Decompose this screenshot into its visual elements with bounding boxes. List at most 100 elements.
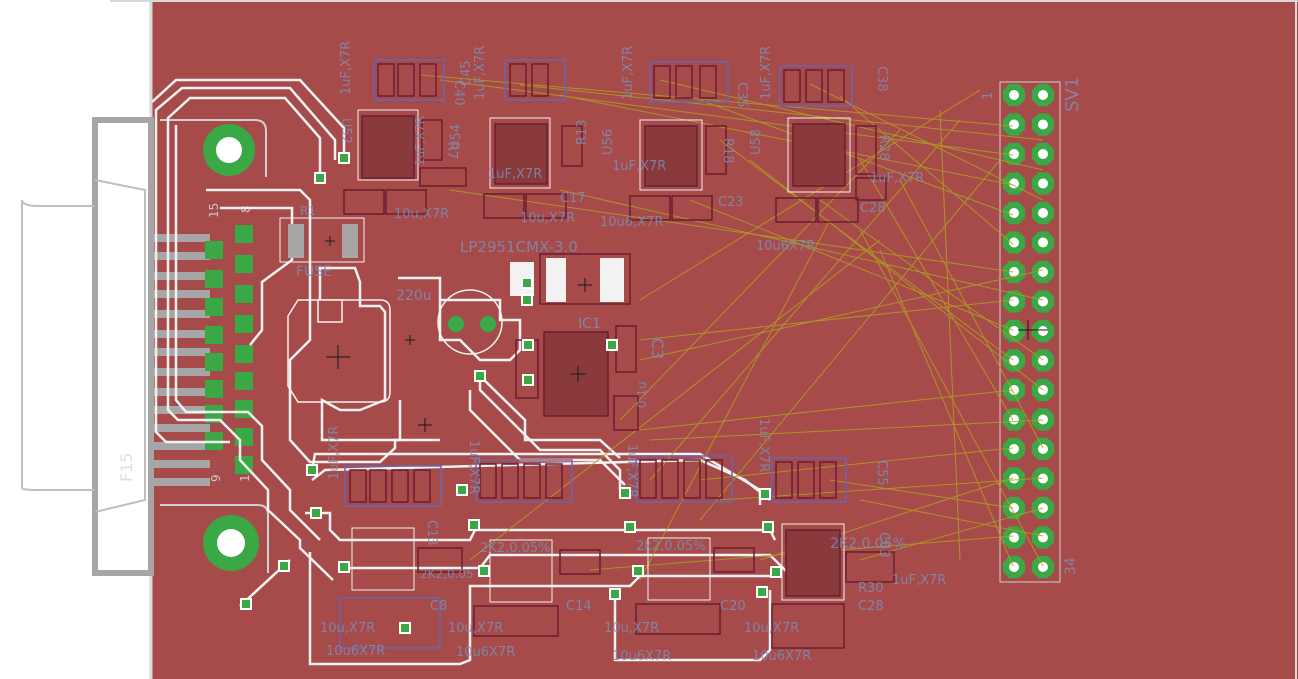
via-pad bbox=[458, 486, 466, 494]
regulator-area[interactable]: FUSE R1 LP2951CMX-3.0 220u bbox=[279, 204, 667, 432]
cap-label-c38: C38 bbox=[874, 66, 889, 92]
via-pad bbox=[524, 341, 532, 349]
cap-label-c55: C55 bbox=[874, 460, 889, 486]
mounting-hole-icon bbox=[203, 124, 255, 176]
cap-c3-label: C3 bbox=[648, 338, 667, 359]
cap-220u-label: 220u bbox=[396, 288, 432, 304]
airwire bbox=[689, 199, 1014, 331]
dsub-pads[interactable] bbox=[205, 225, 253, 474]
cap-label-r7: R7 bbox=[444, 142, 459, 159]
cap-pad-1[interactable] bbox=[448, 316, 464, 332]
header-pin-hole bbox=[1038, 444, 1048, 454]
component-group-8[interactable] bbox=[771, 457, 895, 649]
cap-value-10: 1uF,X7R bbox=[759, 46, 774, 100]
cap-value-17: 10u,X7R bbox=[448, 621, 503, 636]
via-pad bbox=[470, 521, 478, 529]
cap-label-r28: R28 bbox=[876, 135, 891, 161]
component-group-4[interactable] bbox=[775, 65, 887, 223]
header-pin-hole bbox=[1038, 119, 1048, 130]
cap-value-3: 1uF,X7R bbox=[413, 116, 427, 166]
header-pin-hole bbox=[1009, 267, 1019, 277]
cap-label-r18: R18 bbox=[720, 138, 735, 164]
dsub-shell bbox=[21, 199, 95, 491]
via-pad bbox=[611, 590, 619, 598]
header-pin-hole bbox=[1038, 178, 1048, 189]
cap-label-c20: C20 bbox=[720, 599, 746, 614]
component-group-1[interactable] bbox=[343, 59, 467, 215]
header-name: SV1 bbox=[1062, 77, 1083, 112]
component-group-3[interactable] bbox=[629, 61, 729, 221]
cap-value-14: 10u,X7R bbox=[320, 621, 375, 636]
via-pad bbox=[764, 523, 772, 531]
header-pin-hole bbox=[1009, 562, 1019, 572]
cap-label-c28: C28 bbox=[858, 599, 884, 614]
top-component-groups[interactable]: C40 1uF,X7R U52 R7 10u,X7R 1uF,X7R C45 1… bbox=[338, 41, 924, 254]
via-pad bbox=[523, 279, 531, 287]
cap-label-c35: C35 bbox=[734, 82, 749, 108]
header-pin-hole bbox=[1038, 90, 1048, 100]
polarized-cap[interactable] bbox=[437, 289, 503, 355]
airwire bbox=[619, 129, 901, 421]
cap-value-15: 10u6X7R bbox=[326, 644, 385, 659]
airwire bbox=[879, 249, 1014, 567]
via-pad bbox=[772, 568, 780, 576]
via-pad bbox=[480, 567, 488, 575]
header-pin-hole bbox=[1009, 503, 1019, 513]
component-group-7[interactable] bbox=[635, 455, 755, 635]
airwire bbox=[659, 79, 1044, 171]
airwire bbox=[859, 159, 1014, 421]
airwire bbox=[439, 79, 1014, 156]
component-group-2[interactable] bbox=[483, 59, 583, 219]
res-value-1: 2K2,0.05 bbox=[420, 567, 474, 581]
cap-label-u52: U52 bbox=[338, 118, 353, 144]
component-group-5[interactable] bbox=[339, 465, 463, 649]
header-pin-hole bbox=[1038, 267, 1048, 277]
dsub-board-outline bbox=[160, 119, 269, 573]
cap-label-c40: C40 bbox=[451, 80, 466, 106]
bottom-component-groups[interactable]: 1uF,X7R C13 C8 10u,X7R 10u6X7R 2K2,0.05 … bbox=[320, 418, 946, 664]
dsub-outline bbox=[92, 117, 154, 576]
cap-label-c13: C13 bbox=[424, 520, 439, 546]
cap-value-6: 10u,X7R bbox=[520, 211, 575, 226]
cap-value-16: 1uF,X7R bbox=[466, 440, 481, 494]
via-pad bbox=[316, 174, 324, 182]
airwire bbox=[859, 499, 1044, 537]
cap-value-18: 10u6X7R bbox=[456, 645, 515, 660]
airwire bbox=[639, 269, 1044, 361]
cap-pad-2[interactable] bbox=[480, 316, 496, 332]
cap-value-4: 1uF,X7R bbox=[473, 46, 488, 100]
cap-label-u54: U54 bbox=[449, 124, 464, 150]
header-pin-hole bbox=[1009, 355, 1019, 366]
airwire bbox=[719, 477, 1044, 501]
vias[interactable] bbox=[240, 152, 782, 634]
electrolytic-capacitor[interactable] bbox=[287, 299, 391, 403]
header-pin-hole bbox=[1038, 208, 1048, 218]
header-outline bbox=[999, 81, 1061, 583]
header-pin-first: 1 bbox=[981, 92, 996, 100]
cap-value-25: 10u6X7R bbox=[752, 649, 811, 664]
cap-100nf-label: 0.1u bbox=[635, 381, 649, 408]
crosshair-icon bbox=[325, 236, 592, 432]
dsub-pin1-label: 1 bbox=[238, 474, 252, 482]
via-pad bbox=[476, 372, 484, 380]
header-pin-hole bbox=[1009, 532, 1019, 543]
cap-value-22: 1uF,X7R bbox=[756, 418, 771, 472]
via-pad bbox=[626, 523, 634, 531]
fuse-component[interactable] bbox=[279, 217, 365, 263]
header-pin-hole bbox=[1038, 414, 1048, 425]
header-pin-hole bbox=[1009, 178, 1019, 189]
res-value-4: 2K2,0.05% bbox=[830, 536, 906, 552]
airwire bbox=[859, 229, 1044, 567]
airwire bbox=[899, 179, 1044, 449]
dsub-connector[interactable]: F15 15 8 9 1 bbox=[21, 117, 269, 576]
via-pad bbox=[242, 600, 250, 608]
header-pin-hole bbox=[1009, 296, 1019, 307]
header-pin-hole bbox=[1038, 296, 1048, 307]
dsub-pin-fingers bbox=[150, 234, 210, 486]
airwire bbox=[639, 89, 981, 301]
airwire bbox=[469, 239, 881, 561]
airwire bbox=[419, 74, 1014, 127]
via-pad bbox=[312, 509, 320, 517]
